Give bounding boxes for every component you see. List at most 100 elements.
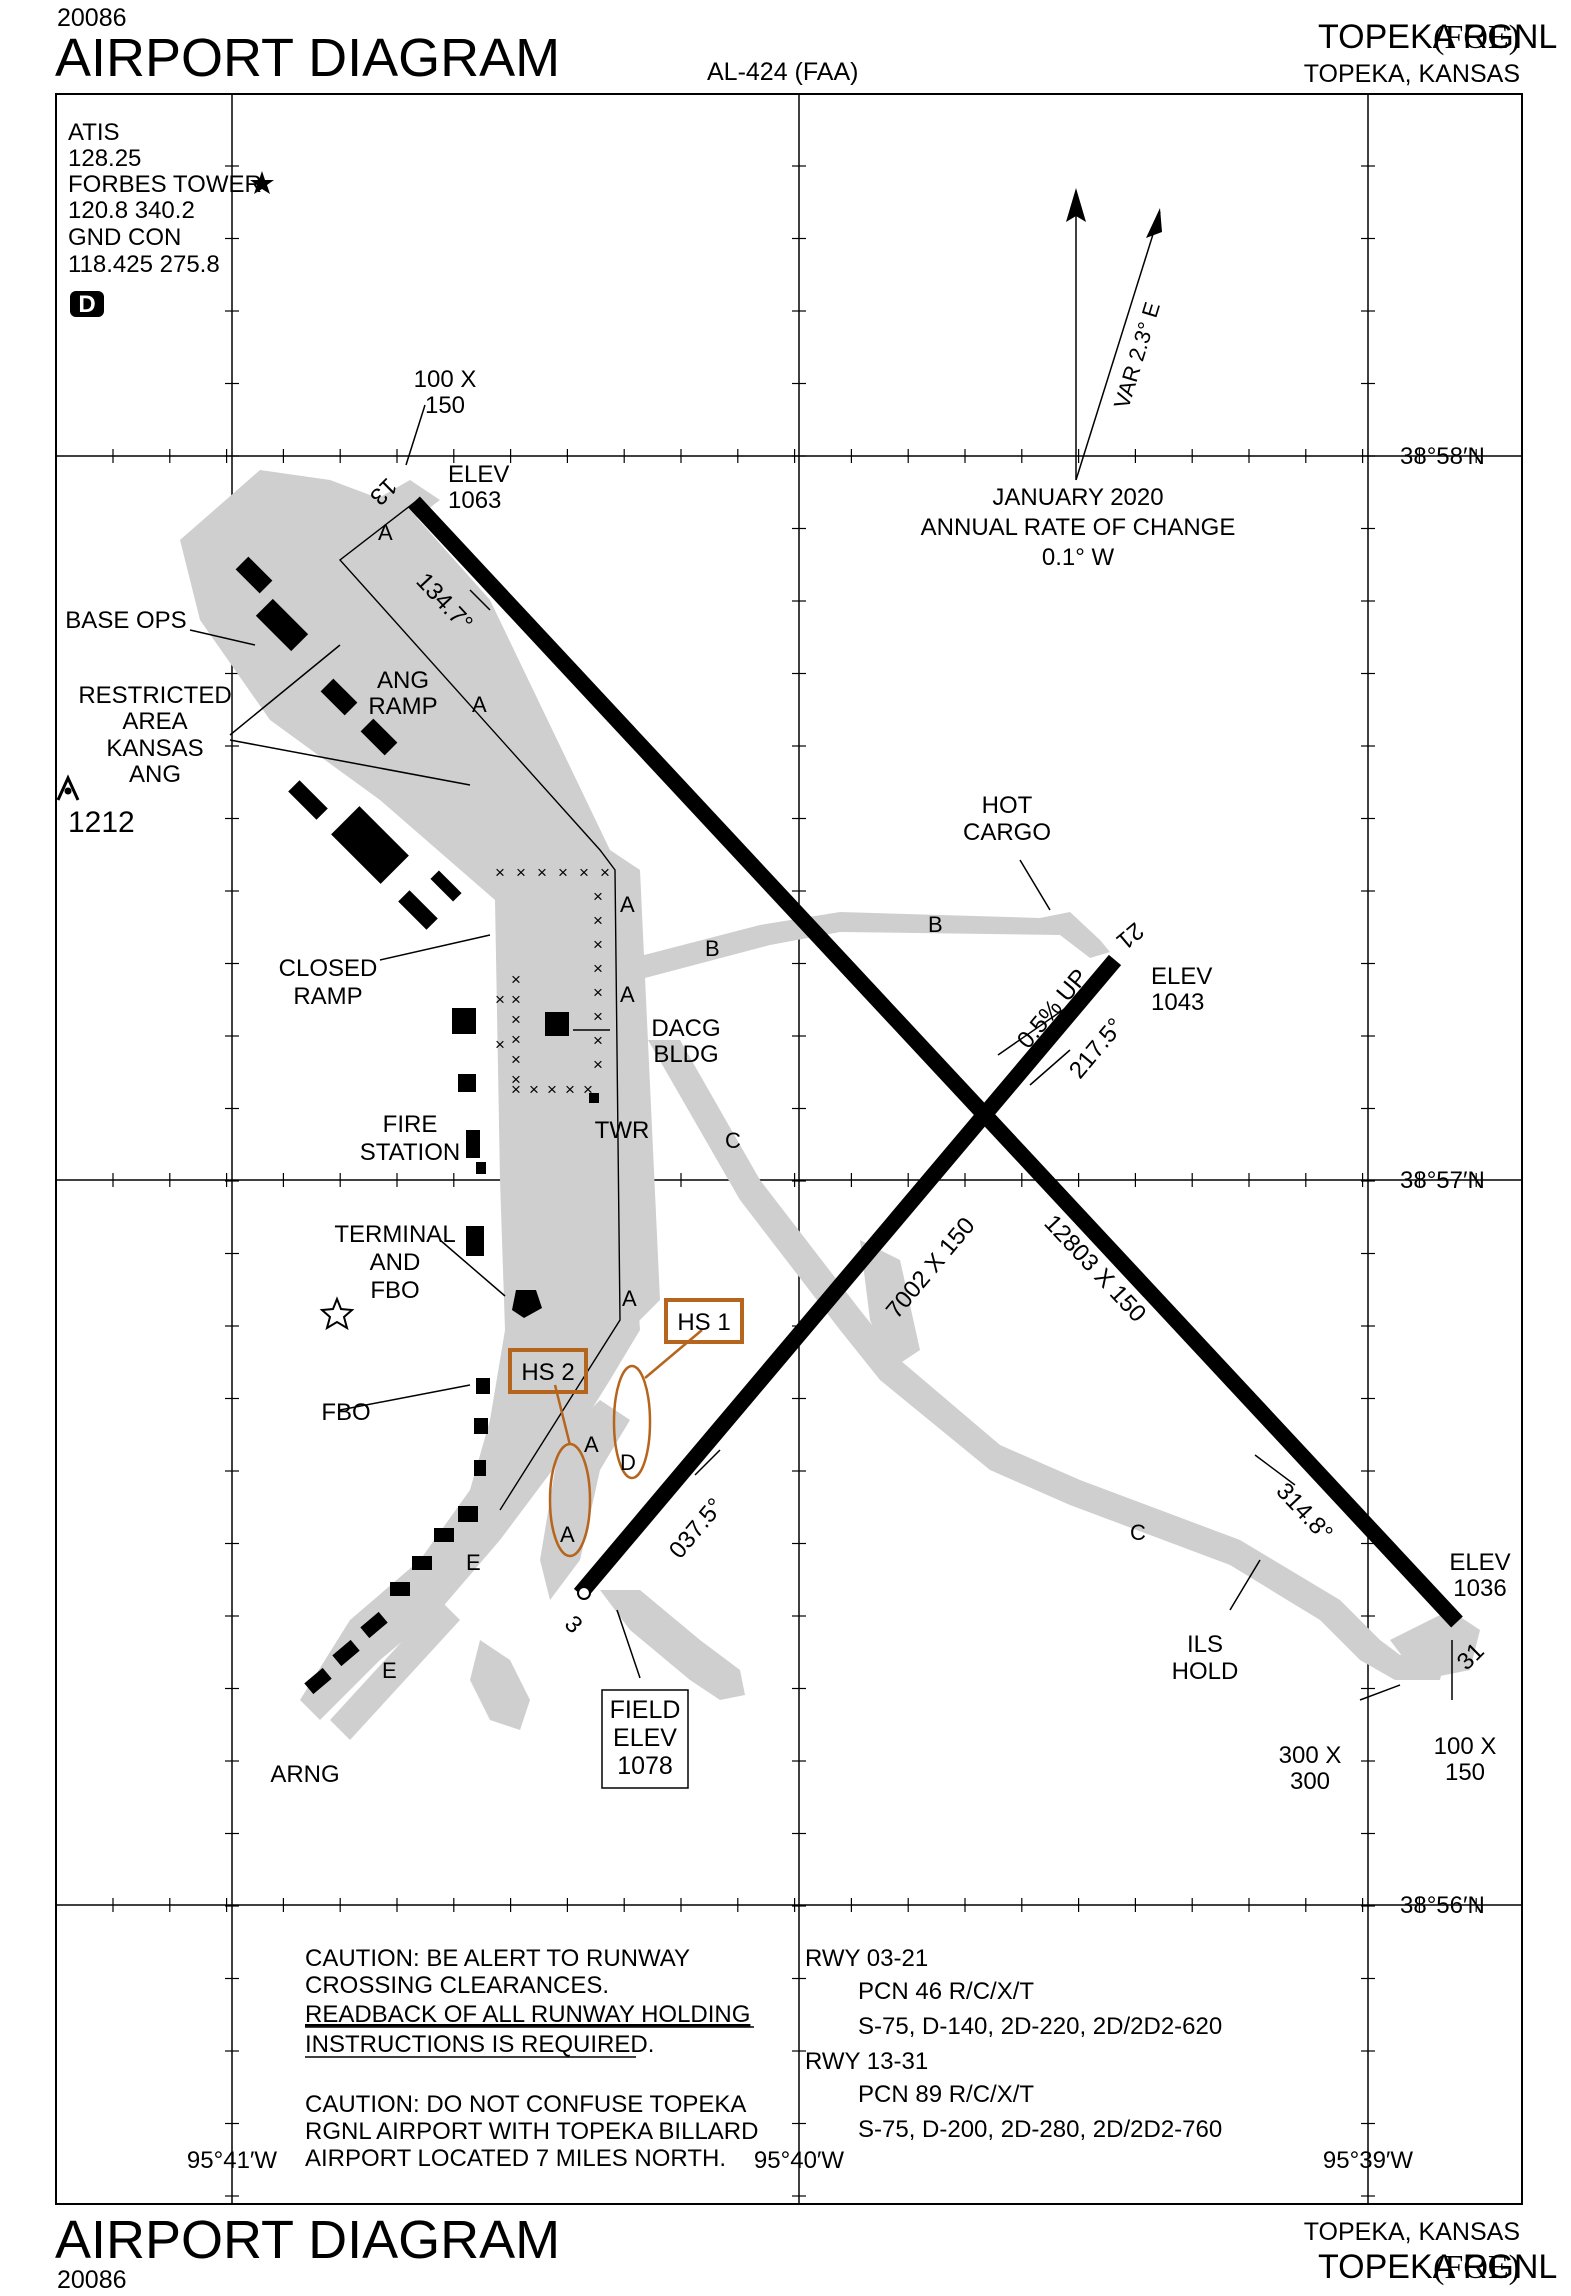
- lon-right: 95°39′W: [1323, 2147, 1413, 2174]
- rwy13-size-2: 150: [425, 392, 465, 419]
- terminal-1: TERMINAL: [334, 1221, 455, 1248]
- closed-mark-icon: ×: [495, 990, 505, 1009]
- closed-mark-icon: ×: [593, 887, 603, 906]
- tower-freq: 120.8 340.2: [68, 197, 195, 224]
- base-ops-bldg: [255, 598, 309, 652]
- footer: AIRPORT DIAGRAM 20086 TOPEKA, KANSAS TOP…: [55, 2210, 1557, 2294]
- hot-spot-1-box: [664, 1298, 744, 1344]
- restricted-4: ANG: [129, 761, 181, 788]
- taxiway-a-label: A: [620, 892, 635, 917]
- rwy3-heading: 037.5°: [664, 1493, 729, 1564]
- magvar-rate: 0.1° W: [1042, 544, 1115, 571]
- rwy1-label: RWY 03-21: [805, 1945, 928, 1972]
- runway-3-21: [573, 954, 1122, 1600]
- frequency-block: ATIS 128.25 FORBES TOWER 120.8 340.2 GND…: [68, 119, 274, 318]
- footer-title: AIRPORT DIAGRAM: [55, 2210, 560, 2270]
- taxiway-a-label: A: [620, 982, 635, 1007]
- terminal-2: AND: [370, 1249, 421, 1276]
- taxiway-d-label: D: [620, 1450, 636, 1475]
- rwy13-elev-label: ELEV: [448, 461, 509, 488]
- field-elev-1: FIELD: [610, 1696, 681, 1724]
- lat-bot: 38°56′N: [1400, 1892, 1485, 1919]
- lat-top: 38°58′N: [1400, 443, 1485, 470]
- ang-ramp-1: ANG: [377, 667, 429, 694]
- taxiway-e-label: E: [382, 1658, 397, 1683]
- rwy1-weights: S-75, D-140, 2D-220, 2D/2D2-620: [858, 2013, 1222, 2040]
- airport-id: (FOE): [1433, 19, 1520, 56]
- closed-mark-icon: ×: [593, 959, 603, 978]
- ils-hold-2: HOLD: [1172, 1658, 1239, 1685]
- fbo-label: FBO: [321, 1399, 370, 1426]
- field-elev-point: [577, 1586, 591, 1600]
- closed-mark-icon: ×: [511, 970, 521, 989]
- caution2-line3: AIRPORT LOCATED 7 MILES NORTH.: [305, 2145, 726, 2172]
- restricted-3: KANSAS: [106, 735, 203, 762]
- terminal-3: FBO: [370, 1277, 419, 1304]
- magnetic-variation: VAR 2.3° E: [1109, 299, 1165, 411]
- runway-13-31: [408, 496, 1463, 1628]
- north-arrows: [1066, 188, 1162, 481]
- gnd-freq: 118.425 275.8: [68, 251, 220, 278]
- rwy31-size-2: 150: [1445, 1759, 1485, 1786]
- rwy31-elev-label: ELEV: [1449, 1549, 1510, 1576]
- airspace-d-label: D: [78, 291, 95, 318]
- hot-cargo-1: HOT: [982, 792, 1033, 819]
- al-number: AL-424 (FAA): [707, 58, 858, 86]
- restricted-2: AREA: [122, 708, 187, 735]
- rwy21-elev-label: ELEV: [1151, 963, 1212, 990]
- footer-airport-name: TOPEKA RGNL: [1318, 2248, 1557, 2286]
- footer-chart-number: 20086: [57, 2266, 127, 2294]
- footer-airport-id: (FOE): [1433, 2249, 1520, 2286]
- terminal-bldg: [512, 1290, 542, 1318]
- dacg-1: DACG: [651, 1015, 720, 1042]
- rwy2-pcn: PCN 89 R/C/X/T: [858, 2081, 1034, 2108]
- closed-mark-icon: ×: [600, 863, 610, 882]
- caution1-line3: READBACK OF ALL RUNWAY HOLDING: [305, 2001, 750, 2028]
- lat-mid: 38°57′N: [1400, 1167, 1485, 1194]
- closed-mark-icon: ×: [593, 1055, 603, 1074]
- taxiway-b-label: B: [705, 936, 720, 961]
- atis-freq: 128.25: [68, 145, 141, 172]
- rwy1-pcn: PCN 46 R/C/X/T: [858, 1978, 1034, 2005]
- runways: [408, 496, 1463, 1628]
- rwy2-label: RWY 13-31: [805, 2048, 928, 2075]
- closed-mark-icon: ×: [558, 863, 568, 882]
- beacon-icon: [319, 1296, 355, 1331]
- closed-mark-icon: ×: [579, 863, 589, 882]
- taxiway-a-label: A: [622, 1286, 637, 1311]
- field-elev-2: ELEV: [613, 1724, 677, 1752]
- ils-hold-1: ILS: [1187, 1631, 1223, 1658]
- caution1-line4: INSTRUCTIONS IS REQUIRED.: [305, 2031, 654, 2058]
- rwy31-size-1: 100 X: [1434, 1733, 1497, 1760]
- tower-label: FORBES TOWER: [68, 171, 262, 198]
- magvar-rate-label: ANNUAL RATE OF CHANGE: [921, 514, 1236, 541]
- closed-mark-icon: ×: [593, 1031, 603, 1050]
- hot-cargo-2: CARGO: [963, 819, 1051, 846]
- rwy31-pad: [1390, 1610, 1480, 1680]
- closed-mark-icon: ×: [511, 1070, 521, 1089]
- main-apron: [180, 470, 640, 1720]
- rwy21-heading: 217.5°: [1064, 1013, 1129, 1084]
- closed-mark-icon: ×: [511, 990, 521, 1009]
- lon-mid: 95°40′W: [754, 2147, 844, 2174]
- airspace-d-badge: [70, 291, 104, 317]
- hot-spot-2-label: HS 2: [521, 1359, 574, 1386]
- taxiway-labels: A A A A A A A B B C C D E E: [378, 520, 1146, 1683]
- dacg-bldg: [545, 1012, 569, 1036]
- header: 20086 AIRPORT DIAGRAM AL-424 (FAA) TOPEK…: [55, 4, 1557, 88]
- pad-size-1: 300 X: [1279, 1742, 1342, 1769]
- chart-number: 20086: [57, 4, 127, 32]
- hot-spots: [508, 1298, 744, 1558]
- taxiway-b-label: B: [928, 912, 943, 937]
- tower: [589, 1093, 599, 1103]
- ang-ramp-2: RAMP: [368, 693, 437, 720]
- closed-mark-icon: ×: [495, 863, 505, 882]
- caution1-line2: CROSSING CLEARANCES.: [305, 1972, 609, 1999]
- rwy2-weights: S-75, D-200, 2D-280, 2D/2D2-760: [858, 2116, 1222, 2143]
- closed-mark-icon: ×: [511, 1080, 521, 1099]
- caution2-line1: CAUTION: DO NOT CONFUSE TOPEKA: [305, 2091, 746, 2118]
- fire-station-1: FIRE: [383, 1111, 438, 1138]
- rwy3-end-label: 3: [559, 1610, 588, 1639]
- taxiway-a-label: A: [472, 692, 487, 717]
- tower-star-icon: [250, 171, 274, 194]
